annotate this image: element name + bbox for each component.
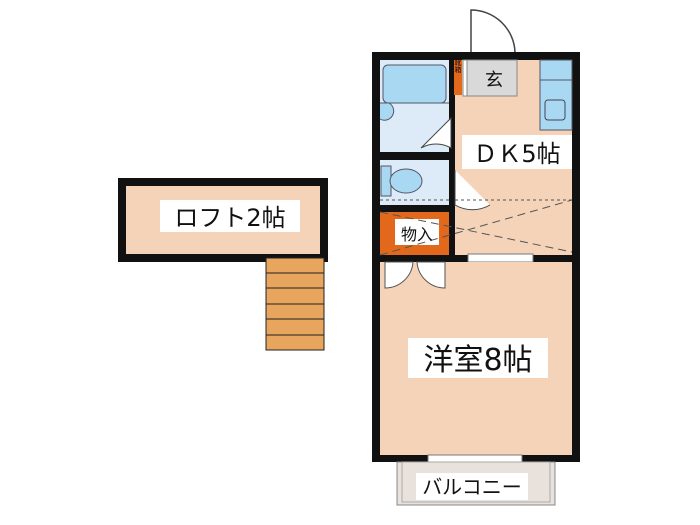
western-room: 洋室8帖 (380, 261, 572, 455)
window (467, 253, 534, 263)
shoe-box: 靴箱 (454, 58, 462, 95)
storage-label: 物入 (401, 225, 433, 244)
western-room-label: 洋室8帖 (423, 343, 532, 378)
storage: 物入 (380, 212, 449, 255)
bathroom (379, 60, 452, 152)
entrance-label: 玄 (485, 70, 503, 91)
toilet (380, 160, 449, 205)
shoe-box-label: 靴箱 (454, 58, 462, 74)
dk-label: ＤＫ5帖 (473, 140, 560, 168)
entrance-door (470, 9, 516, 53)
loft-label: ロフト2帖 (174, 204, 285, 232)
loft-stairs (265, 257, 325, 351)
loft: ロフト2帖 (118, 178, 328, 262)
balcony: バルコニー (396, 461, 556, 506)
balcony-label: バルコニー (422, 475, 522, 499)
loft-label-bg (160, 200, 300, 232)
balcony-window (427, 454, 523, 463)
dining-kitchen: ＤＫ5帖 (379, 59, 573, 256)
entrance: 玄 (462, 59, 518, 97)
